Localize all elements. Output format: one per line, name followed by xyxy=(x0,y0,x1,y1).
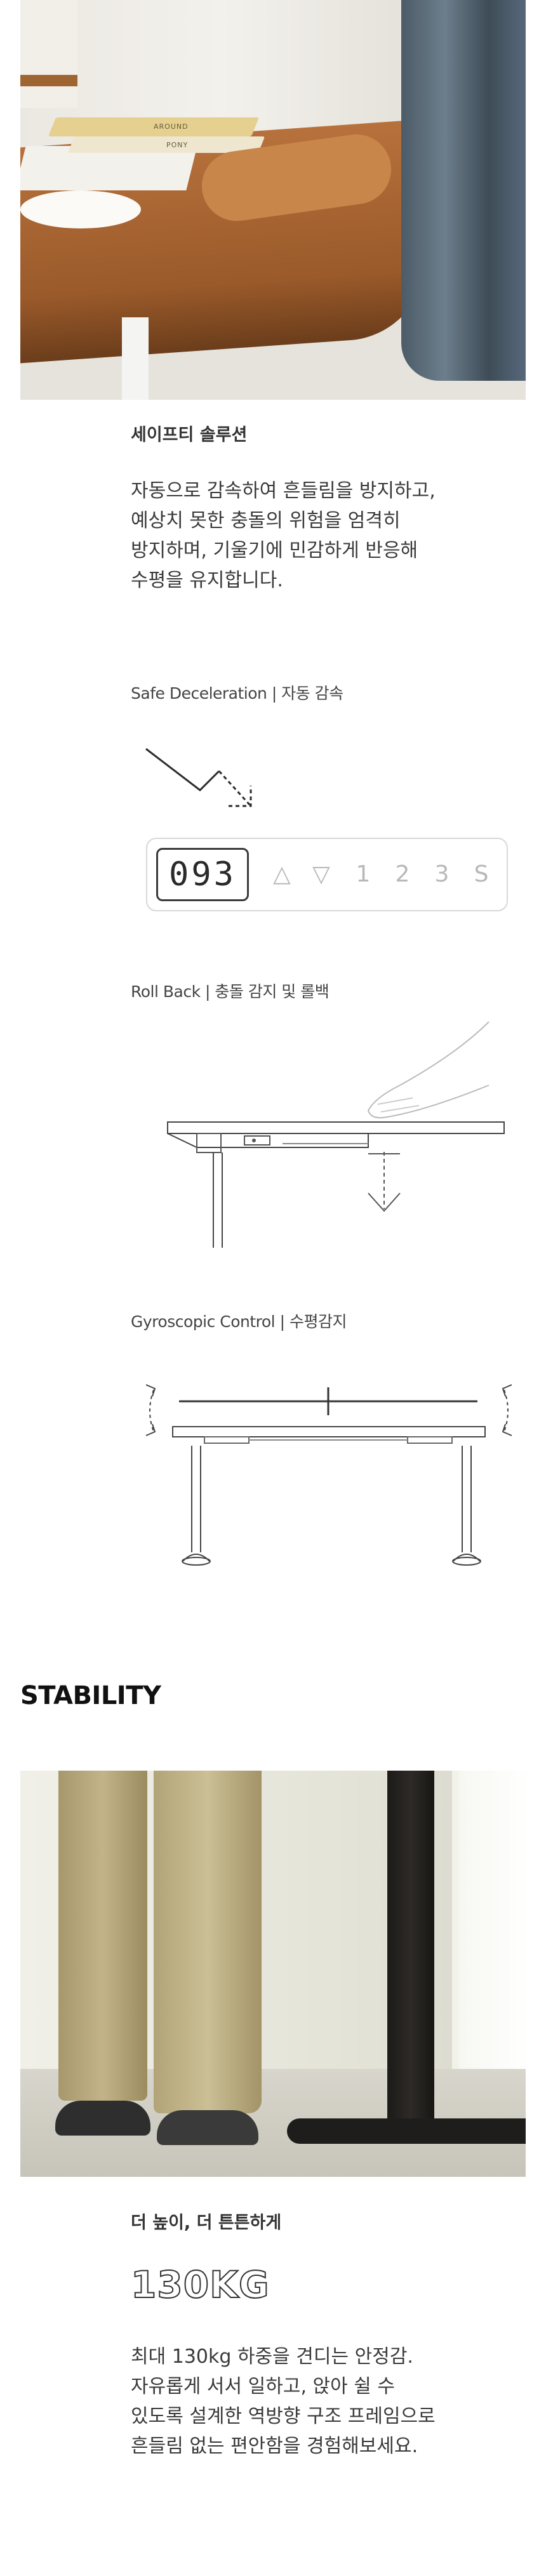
person-leg-right xyxy=(154,1771,262,2113)
safety-description: 자동으로 감속하여 흔들림을 방지하고, 예상치 못한 충돌의 위험을 엄격히 … xyxy=(131,480,436,591)
book-bottom-label: PONY xyxy=(166,141,189,149)
person-leg-left xyxy=(58,1771,147,2101)
wall-frame xyxy=(20,0,77,108)
down-arrow-icon xyxy=(368,1152,401,1212)
preset-1-button[interactable]: 1 xyxy=(356,861,371,887)
tilt-right-icon xyxy=(502,1384,512,1436)
preset-2-button[interactable]: 2 xyxy=(395,861,410,887)
desk-column xyxy=(387,1771,434,2126)
down-button[interactable]: ▽ xyxy=(312,861,330,887)
window xyxy=(452,1771,526,2126)
desk-leg xyxy=(122,317,149,400)
up-button[interactable]: △ xyxy=(273,861,291,887)
stability-subtitle: 더 높이, 더 튼튼하게 xyxy=(131,2213,282,2233)
deceleration-arrow-icon xyxy=(145,748,252,807)
person-legs xyxy=(401,0,526,381)
control-panel: 093 △ ▽ 1 2 3 S xyxy=(146,838,508,911)
safety-title: 세이프티 솔루션 xyxy=(131,425,248,445)
slipper-left xyxy=(55,2101,150,2136)
book-top-label: AROUND xyxy=(154,122,189,131)
gyroscopic-caption: Gyroscopic Control | 수평감지 xyxy=(131,1312,347,1331)
safe-deceleration-caption: Safe Deceleration | 자동 감속 xyxy=(131,684,343,703)
slipper-right xyxy=(157,2110,258,2145)
cup-saucer xyxy=(20,190,141,228)
stability-heading: STABILITY xyxy=(20,1681,161,1710)
desk-foot xyxy=(287,2118,526,2144)
roll-back-caption: Roll Back | 충돌 감지 및 롤백 xyxy=(131,982,330,1001)
save-button[interactable]: S xyxy=(474,861,489,887)
capacity-value: 130KG xyxy=(130,2262,270,2307)
preset-3-button[interactable]: 3 xyxy=(434,861,449,887)
gyroscopic-diagram xyxy=(145,1384,512,1566)
stability-photo xyxy=(20,1771,526,2177)
stability-description: 최대 130kg 하중을 견디는 안정감. 자유롭게 서서 일하고, 앉아 쉴 … xyxy=(131,2346,436,2457)
desk-photo: AROUND PONY xyxy=(20,0,526,400)
roll-back-diagram xyxy=(167,1021,505,1248)
hand-outline xyxy=(367,1021,489,1119)
tilt-left-icon xyxy=(145,1384,156,1436)
height-display: 093 xyxy=(156,848,249,901)
